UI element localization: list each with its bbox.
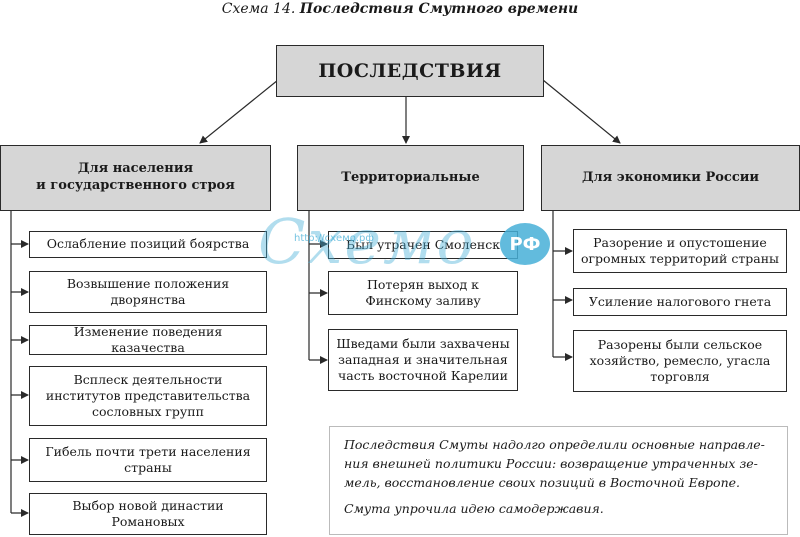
col2-header: Территориальные <box>297 145 524 211</box>
caption-title: Последствия Смутного времени <box>299 1 579 17</box>
root-to-col1-arrow <box>199 79 279 144</box>
note-paragraph-2: Смута упрочила идею самодержавия. <box>344 501 604 517</box>
col3-item-2: Усиление налогового гнета <box>573 288 787 316</box>
col2-item-2: Потерян выход к Финскому заливу <box>328 271 518 315</box>
col1-item-3: Изменение поведения казачества <box>29 324 267 355</box>
col1-item-1: Ослабление позиций боярства <box>29 231 267 258</box>
conclusion-note: Последствия Смуты надолго определили осн… <box>329 426 788 535</box>
col3-header: Для экономики России <box>541 145 800 211</box>
diagram-caption: Схема 14. Последствия Смутного времени <box>0 0 800 18</box>
caption-prefix: Схема 14. <box>221 1 296 17</box>
col1-item-6: Выбор новой династии Романовых <box>29 493 267 535</box>
col2-item-3: Шведами были захвачены западная и значит… <box>328 329 518 391</box>
col2-item-1: Был утрачен Смоленск <box>328 231 518 259</box>
root-to-col3-arrow <box>542 79 621 144</box>
col1-item-5: Гибель почти трети населения страны <box>29 438 267 482</box>
root-node: ПОСЛЕДСТВИЯ <box>276 45 544 97</box>
col1-item-2: Возвышение положения дворянства <box>29 271 267 313</box>
col1-item-4: Всплеск деятельности институтов представ… <box>29 366 267 426</box>
col1-header: Для населения и государственного строя <box>0 145 271 211</box>
note-paragraph-1: Последствия Смуты надолго определили осн… <box>344 437 765 490</box>
col3-item-1: Разорение и опустошение огромных террито… <box>573 229 787 273</box>
col3-item-3: Разорены были сельское хозяйство, ремесл… <box>573 330 787 392</box>
